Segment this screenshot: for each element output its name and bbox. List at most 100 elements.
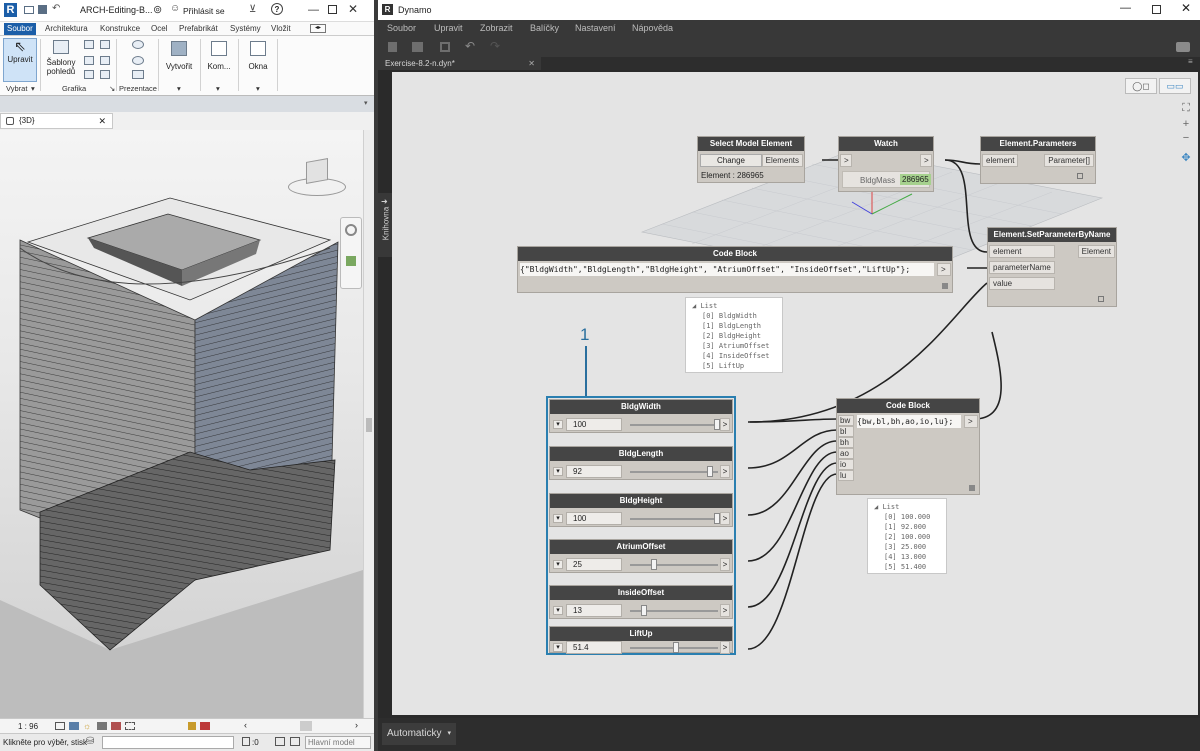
cart-icon[interactable]: ⊻ [249, 4, 257, 15]
sun-path-icon[interactable]: ☼ [83, 721, 92, 731]
slider-value[interactable]: 100 [566, 512, 622, 525]
group-vybrat[interactable]: Vybrat [6, 84, 28, 93]
zoom-fit-icon[interactable]: ⛶ [1182, 102, 1190, 114]
slider-thumb[interactable] [640, 605, 647, 616]
undo-icon[interactable]: ↶ [465, 39, 476, 53]
scroll-thumb[interactable] [366, 418, 372, 432]
menu-architektura[interactable]: Architektura [45, 24, 88, 33]
view-cube[interactable] [286, 152, 350, 204]
slider-node-bldgheight[interactable]: BldgHeight ▾ 100 > [549, 493, 733, 527]
help-icon[interactable]: ? [271, 3, 283, 15]
output-port[interactable]: > [964, 415, 978, 428]
vertical-scrollbar[interactable] [363, 130, 374, 718]
expand-slider-icon[interactable]: ▾ [553, 606, 563, 615]
minimize-button[interactable]: — [308, 4, 319, 16]
input-port-io[interactable]: io [838, 459, 854, 470]
scroll-right-icon[interactable]: › [355, 720, 358, 730]
graphics-icon-6[interactable] [100, 70, 110, 79]
dropdown-arrow-icon[interactable]: ▾ [31, 84, 35, 93]
menu-soubor[interactable]: Soubor [4, 23, 36, 35]
code-editor[interactable]: {"BldgWidth","BldgLength","BldgHeight", … [520, 263, 934, 276]
slider-value[interactable]: 51.4 [566, 641, 622, 654]
editable-icon[interactable] [275, 737, 285, 746]
minimize-button[interactable]: — [1120, 2, 1131, 14]
geometry-view-icon[interactable]: ◯◻ [1125, 78, 1157, 94]
close-view-icon[interactable]: ✕ [98, 116, 106, 126]
output-port[interactable]: > [720, 512, 730, 525]
maximize-button[interactable] [1152, 5, 1161, 14]
menu-vlozit[interactable]: Vložit [271, 24, 291, 33]
filter-icon[interactable] [242, 737, 250, 746]
select-model-element-node[interactable]: Select Model Element Change Elements Ele… [697, 136, 805, 183]
expand-slider-icon[interactable]: ▾ [553, 643, 563, 652]
view-tab-3d[interactable]: {3D} ✕ [0, 113, 113, 129]
code-block-node-1[interactable]: Code Block {"BldgWidth","BldgLength","Bl… [517, 246, 953, 293]
change-button[interactable]: Change [700, 154, 762, 167]
more-tabs-icon[interactable]: ◂▸ [310, 24, 326, 33]
presentation-icon-2[interactable] [132, 56, 144, 65]
slider-thumb[interactable] [672, 642, 679, 653]
preview-toggle-icon[interactable] [942, 283, 948, 289]
library-tab[interactable]: Knihovna ➜ [378, 193, 392, 257]
slider-track[interactable] [630, 564, 718, 566]
input-port-ao[interactable]: ao [838, 448, 854, 459]
output-port[interactable]: > [720, 604, 730, 617]
code-block-node-2[interactable]: Code Block bw bl bh ao io lu {bw,bl,bh,a… [836, 398, 980, 495]
set-parameter-by-name-node[interactable]: Element.SetParameterByName element param… [987, 227, 1117, 307]
dropdown-arrow-icon[interactable]: ▾ [177, 84, 181, 93]
slider-node-atriumoffset[interactable]: AtriumOffset ▾ 25 > [549, 539, 733, 573]
hide-icon[interactable] [200, 722, 210, 730]
preview-toggle-icon[interactable] [1098, 296, 1104, 302]
presentation-icon-1[interactable] [132, 40, 144, 49]
run-mode-dropdown[interactable]: Automaticky ▾ [382, 723, 456, 745]
slider-node-liftup[interactable]: LiftUp ▾ 51.4 > [549, 626, 733, 654]
create-button[interactable]: Vytvořit [161, 38, 197, 82]
render-icon[interactable] [111, 722, 121, 730]
element-parameters-node[interactable]: Element.Parameters element Parameter[] [980, 136, 1096, 184]
graph-canvas[interactable]: Select Model Element Change Elements Ele… [392, 72, 1198, 715]
close-tab-icon[interactable]: ✕ [528, 59, 535, 68]
output-port[interactable]: > [720, 465, 730, 478]
slider-track[interactable] [630, 610, 718, 612]
slider-value[interactable]: 13 [566, 604, 622, 617]
save-icon[interactable] [38, 5, 47, 14]
input-port-lu[interactable]: lu [838, 470, 854, 481]
signin-link[interactable]: Přihlásit se [183, 6, 225, 16]
design-option-icon[interactable] [290, 737, 300, 746]
pan-icon[interactable]: ✥ [1181, 152, 1191, 164]
workset-dropdown[interactable] [102, 736, 234, 749]
slider-thumb[interactable] [714, 419, 720, 430]
zoom-icon[interactable] [346, 256, 356, 266]
slider-node-bldglength[interactable]: BldgLength ▾ 92 > [549, 446, 733, 480]
slider-track[interactable] [630, 471, 718, 473]
panel-menu-icon[interactable]: ▾ [364, 100, 368, 107]
presentation-icon-3[interactable] [132, 70, 144, 79]
detail-level-icon[interactable] [55, 722, 65, 730]
redo-icon[interactable]: ↷ [490, 39, 501, 53]
expand-slider-icon[interactable]: ▾ [553, 514, 563, 523]
binoculars-icon[interactable]: ⊚ [153, 4, 163, 16]
input-port-element[interactable]: element [982, 154, 1019, 167]
menu-balicky[interactable]: Balíčky [530, 23, 560, 33]
input-port-bw[interactable]: bw [838, 415, 854, 426]
shadows-icon[interactable] [97, 722, 107, 730]
slider-value[interactable]: 92 [566, 465, 622, 478]
expand-slider-icon[interactable]: ▾ [553, 560, 563, 569]
visual-style-icon[interactable] [69, 722, 79, 730]
input-port-bh[interactable]: bh [838, 437, 854, 448]
slider-thumb[interactable] [651, 559, 657, 570]
input-port-element[interactable]: element [989, 245, 1055, 258]
lock-icon[interactable] [188, 722, 196, 730]
graphics-icon-4[interactable] [100, 56, 110, 65]
restore-button[interactable] [328, 5, 337, 14]
code-editor[interactable]: {bw,bl,bh,ao,io,lu}; [857, 415, 961, 428]
menu-ocel[interactable]: Ocel [151, 24, 168, 33]
dropdown-arrow-icon[interactable]: ▾ [216, 84, 220, 93]
output-port[interactable]: > [720, 418, 730, 431]
menu-upravit[interactable]: Upravit [434, 23, 463, 33]
slider-thumb[interactable] [707, 466, 714, 477]
input-port-value[interactable]: value [989, 277, 1055, 290]
graphics-icon-1[interactable] [84, 40, 94, 49]
graphics-icon-2[interactable] [100, 40, 110, 49]
menu-prefabrikat[interactable]: Prefabrikát [179, 24, 218, 33]
